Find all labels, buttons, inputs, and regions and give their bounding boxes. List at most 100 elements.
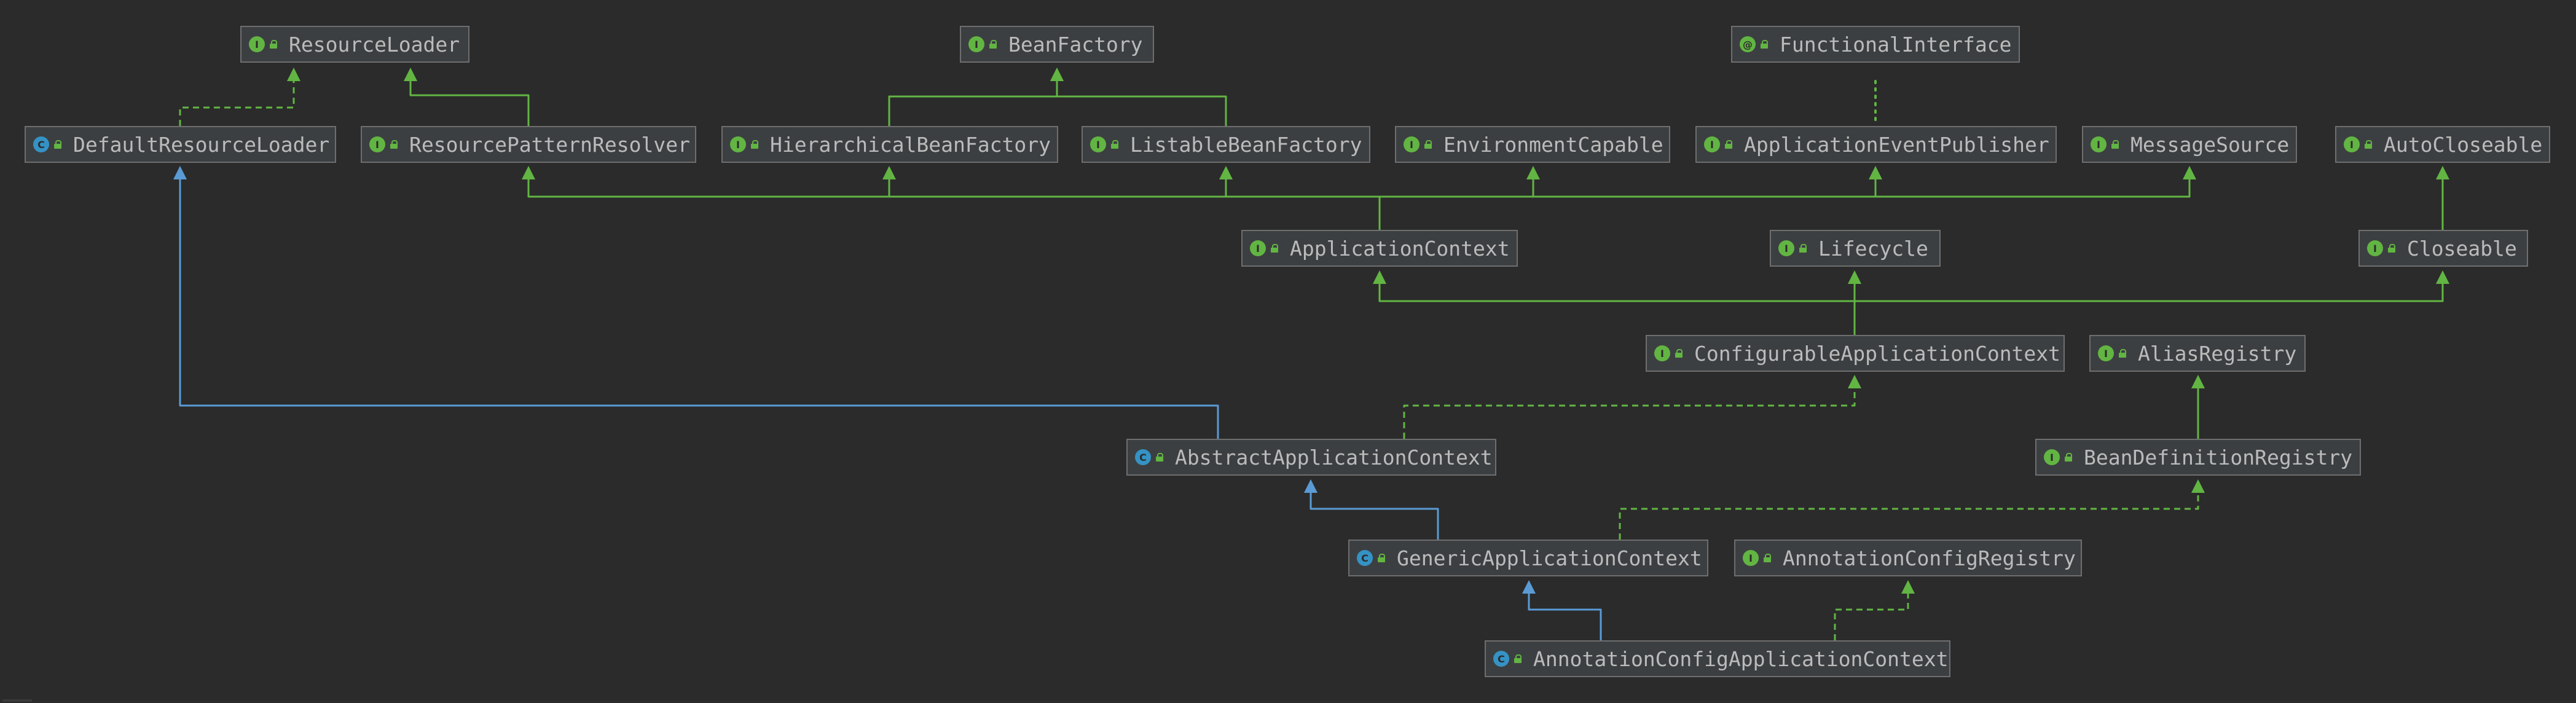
lock-icon: [2387, 244, 2396, 253]
node-label: AnnotationConfigApplicationContext: [1533, 646, 1949, 671]
node-auto-closeable[interactable]: I AutoCloseable: [2335, 126, 2550, 163]
interface-icon: I: [2098, 345, 2114, 361]
lock-icon: [1514, 654, 1522, 663]
node-label: ApplicationContext: [1290, 236, 1510, 261]
annotation-icon: @: [1740, 36, 1756, 52]
node-alias-registry[interactable]: I AliasRegistry: [2089, 335, 2306, 372]
edge-abstract-application-context-to-default-resource-loader: [173, 166, 1219, 439]
node-label: EnvironmentCapable: [1443, 132, 1663, 157]
node-abstract-application-context[interactable]: C AbstractApplicationContext: [1126, 439, 1496, 476]
node-label: ApplicationEventPublisher: [1744, 132, 2049, 157]
node-bean-factory[interactable]: I BeanFactory: [960, 26, 1154, 63]
lock-icon: [390, 140, 398, 149]
node-label: AbstractApplicationContext: [1175, 445, 1493, 469]
edge-generic-application-context-to-abstract-application-context: [1304, 479, 1439, 540]
node-label: GenericApplicationContext: [1397, 546, 1702, 570]
lock-icon: [1110, 140, 1119, 149]
lock-icon: [2111, 140, 2119, 149]
node-configurable-application-context[interactable]: I ConfigurableApplicationContext: [1646, 335, 2065, 372]
node-label: BeanDefinitionRegistry: [2084, 445, 2353, 469]
corner-mark: [2, 699, 32, 702]
lock-icon: [1724, 140, 1733, 149]
node-label: AutoCloseable: [2384, 132, 2543, 157]
node-label: AnnotationConfigRegistry: [1783, 546, 2076, 570]
lock-icon: [1763, 554, 1772, 562]
edge-abstract-application-context-to-configurable-application-context: [1403, 375, 1861, 439]
interface-icon: I: [1250, 240, 1266, 256]
edge-bean-definition-registry-to-alias-registry: [2191, 375, 2205, 439]
lock-icon: [2064, 453, 2073, 461]
node-application-event-publisher[interactable]: I ApplicationEventPublisher: [1695, 126, 2057, 163]
edge-generic-application-context-to-bean-definition-registry: [1619, 479, 2205, 540]
lock-icon: [1799, 244, 1807, 253]
node-label: HierarchicalBeanFactory: [770, 132, 1051, 157]
node-generic-application-context[interactable]: C GenericApplicationContext: [1348, 540, 1708, 576]
interface-icon: I: [1704, 136, 1720, 152]
edge-application-context-to-hierarchical-bean-factory: [882, 166, 1381, 230]
node-listable-bean-factory[interactable]: I ListableBeanFactory: [1082, 126, 1370, 163]
interface-icon: I: [730, 136, 746, 152]
lock-icon: [1424, 140, 1432, 149]
lock-icon: [53, 140, 62, 149]
edge-hierarchical-bean-factory-to-bean-factory: [888, 68, 1064, 126]
edge-application-context-to-message-source: [1378, 166, 2196, 230]
node-label: ConfigurableApplicationContext: [1694, 341, 2061, 366]
lock-icon: [1270, 244, 1279, 253]
edge-application-context-to-environment-capable: [1378, 166, 1540, 230]
node-label: FunctionalInterface: [1780, 32, 2012, 57]
node-environment-capable[interactable]: I EnvironmentCapable: [1395, 126, 1670, 163]
edge-listable-bean-factory-to-bean-factory: [1050, 68, 1227, 126]
lock-icon: [269, 40, 278, 49]
node-functional-interface[interactable]: @ FunctionalInterface: [1731, 26, 2020, 63]
node-annotation-config-application-context[interactable]: C AnnotationConfigApplicationContext: [1485, 640, 1950, 677]
edge-application-context-to-listable-bean-factory: [1219, 166, 1381, 230]
edge-annotation-config-application-context-to-generic-application-context: [1522, 580, 1602, 640]
node-hierarchical-bean-factory[interactable]: I HierarchicalBeanFactory: [721, 126, 1058, 163]
node-bean-definition-registry[interactable]: I BeanDefinitionRegistry: [2035, 439, 2361, 476]
abstract-class-icon: C: [1135, 449, 1151, 465]
class-icon: C: [1493, 651, 1509, 667]
interface-icon: I: [2044, 449, 2060, 465]
interface-icon: I: [2367, 240, 2383, 256]
node-lifecycle[interactable]: I Lifecycle: [1770, 230, 1941, 267]
node-label: ListableBeanFactory: [1130, 132, 1362, 157]
lock-icon: [1760, 40, 1769, 49]
interface-icon: I: [1090, 136, 1106, 152]
edge-default-resource-loader-to-resource-loader: [179, 68, 300, 126]
node-label: Closeable: [2407, 236, 2517, 261]
edge-resource-pattern-resolver-to-resource-loader: [404, 68, 530, 126]
node-closeable[interactable]: I Closeable: [2358, 230, 2528, 267]
edge-closeable-to-auto-closeable: [2436, 166, 2449, 230]
interface-icon: I: [2344, 136, 2360, 152]
class-icon: C: [1357, 550, 1373, 566]
node-message-source[interactable]: I MessageSource: [2082, 126, 2297, 163]
node-default-resource-loader[interactable]: C DefaultResourceLoader: [25, 126, 336, 163]
edge-application-context-to-application-event-publisher: [1378, 166, 1882, 230]
node-resource-pattern-resolver[interactable]: I ResourcePatternResolver: [361, 126, 696, 163]
node-label: ResourcePatternResolver: [409, 132, 690, 157]
lock-icon: [1377, 554, 1386, 562]
interface-icon: I: [1654, 345, 1670, 361]
node-label: AliasRegistry: [2138, 341, 2297, 366]
node-label: MessageSource: [2130, 132, 2290, 157]
edge-annotation-config-application-context-to-annotation-config-registry: [1834, 580, 1915, 640]
class-icon: C: [33, 136, 49, 152]
interface-icon: I: [1743, 550, 1759, 566]
lock-icon: [750, 140, 759, 149]
lock-icon: [2364, 140, 2373, 149]
node-label: ResourceLoader: [289, 32, 460, 57]
node-label: Lifecycle: [1818, 236, 1928, 261]
lock-icon: [1155, 453, 1164, 461]
interface-icon: I: [249, 36, 265, 52]
interface-icon: I: [968, 36, 984, 52]
node-application-context[interactable]: I ApplicationContext: [1241, 230, 1518, 267]
node-resource-loader[interactable]: I ResourceLoader: [240, 26, 469, 63]
interface-icon: I: [1404, 136, 1420, 152]
interface-icon: I: [1778, 240, 1794, 256]
edge-application-context-to-resource-pattern-resolver: [522, 166, 1381, 230]
lock-icon: [989, 40, 997, 49]
edge-configurable-application-context-to-closeable: [1853, 270, 2449, 335]
node-annotation-config-registry[interactable]: I AnnotationConfigRegistry: [1734, 540, 2082, 576]
